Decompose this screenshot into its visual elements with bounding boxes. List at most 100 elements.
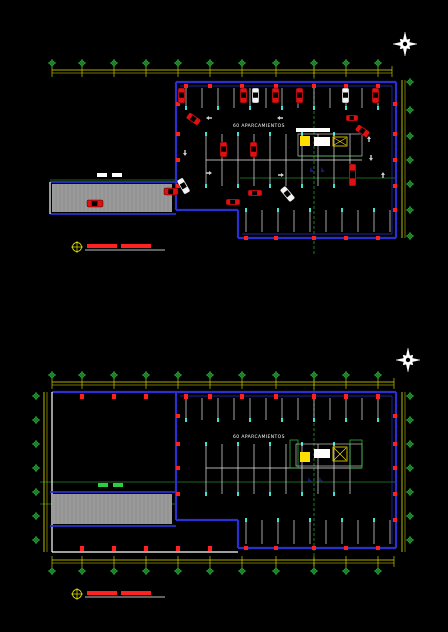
- stall-end-mark: [333, 492, 335, 496]
- grid-marker: [111, 568, 117, 574]
- stall-end-mark: [245, 208, 247, 212]
- column: [393, 184, 397, 188]
- column: [144, 394, 148, 399]
- title-bar-segment: [87, 591, 117, 595]
- north-arrow-center: [405, 357, 411, 363]
- grid-marker: [407, 157, 413, 163]
- ramp-label-block: [98, 483, 108, 487]
- stall-count-label: 60 APARCAMIENTOS: [233, 434, 285, 440]
- car-window: [91, 201, 98, 206]
- stall-end-mark: [277, 208, 279, 212]
- column: [274, 546, 278, 550]
- core-label-block: [296, 128, 330, 132]
- stall-end-mark: [269, 492, 271, 496]
- grid-markers: [32, 371, 414, 575]
- car: [176, 177, 191, 195]
- structural-columns: [80, 394, 397, 551]
- column: [144, 546, 148, 551]
- column: [312, 236, 316, 240]
- title-bar-segment: [121, 244, 151, 248]
- stall-end-mark: [333, 184, 335, 188]
- car: [177, 87, 186, 104]
- grid-marker: [79, 60, 85, 66]
- stair-elevator-core: ♿♿: [296, 128, 363, 174]
- grid-marker: [239, 372, 245, 378]
- column: [176, 546, 180, 551]
- car-window: [241, 92, 246, 98]
- car: [348, 163, 357, 187]
- stall-count-label: 60 APARCAMIENTOS: [233, 123, 285, 129]
- grid-marker: [111, 60, 117, 66]
- grid-marker: [407, 513, 413, 519]
- grid-marker: [311, 372, 317, 378]
- car: [280, 186, 295, 202]
- grid-marker: [407, 107, 413, 113]
- north-arrow-center: [402, 41, 408, 47]
- stall-end-mark: [217, 106, 219, 110]
- title-bar-icon: [71, 241, 165, 253]
- grid-marker: [407, 537, 413, 543]
- stall-end-mark: [205, 132, 207, 136]
- stall-end-mark: [301, 492, 303, 496]
- stall-end-mark: [269, 132, 271, 136]
- grid-marker: [49, 60, 55, 66]
- grid-marker: [207, 568, 213, 574]
- grid-marker: [175, 60, 181, 66]
- column: [240, 84, 244, 88]
- column: [184, 84, 188, 88]
- access-ramp: [50, 483, 176, 527]
- stall-end-mark: [281, 106, 283, 110]
- stall-end-mark: [313, 106, 315, 110]
- grid-marker: [33, 537, 39, 543]
- car: [271, 87, 280, 104]
- grid-marker: [407, 233, 413, 239]
- column: [393, 442, 397, 446]
- grid-marker: [33, 465, 39, 471]
- stall-end-mark: [345, 106, 347, 110]
- car: [345, 114, 359, 122]
- car-window: [358, 127, 366, 135]
- stall-end-mark: [185, 418, 187, 422]
- grid-marker: [207, 60, 213, 66]
- column: [393, 492, 397, 496]
- stall-end-mark: [309, 518, 311, 522]
- stall-end-mark: [249, 418, 251, 422]
- stall-end-mark: [373, 208, 375, 212]
- column: [344, 546, 348, 550]
- grid-marker: [79, 568, 85, 574]
- column: [376, 236, 380, 240]
- car-window: [349, 116, 354, 120]
- circulation-arrow: [367, 136, 371, 142]
- grid-marker: [273, 60, 279, 66]
- circulation-arrow: [381, 172, 385, 178]
- north-arrow-icon: [392, 31, 418, 57]
- core-stair-outline: [332, 446, 348, 462]
- grid-marker: [375, 60, 381, 66]
- core-stair: [300, 136, 310, 146]
- column: [393, 466, 397, 470]
- stall-end-mark: [185, 106, 187, 110]
- car: [239, 87, 248, 104]
- column: [208, 546, 212, 551]
- car: [341, 87, 350, 104]
- grid-markers: [48, 59, 414, 240]
- grid-marker: [273, 568, 279, 574]
- grid-marker: [143, 568, 149, 574]
- car: [163, 187, 179, 196]
- stall-end-mark: [237, 132, 239, 136]
- column: [376, 84, 380, 88]
- column: [393, 208, 397, 212]
- column: [176, 466, 180, 470]
- column: [393, 158, 397, 162]
- accessible-symbol: ♿: [318, 477, 323, 484]
- grid-marker: [407, 79, 413, 85]
- grid-marker: [407, 441, 413, 447]
- circulation-arrow: [206, 171, 212, 175]
- column: [176, 492, 180, 496]
- car-window: [251, 146, 256, 152]
- grid-marker: [175, 568, 181, 574]
- structural-columns: [176, 84, 397, 240]
- grid-marker: [33, 417, 39, 423]
- north-arrow-icon: [395, 347, 421, 373]
